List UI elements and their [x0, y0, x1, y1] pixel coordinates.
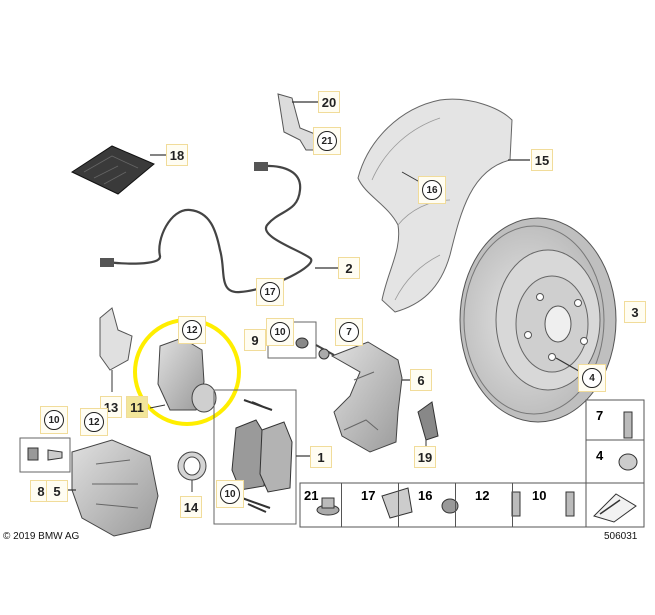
hardware-cell-label: 10	[532, 488, 547, 503]
callout-7-wrap: 7	[335, 318, 363, 346]
hardware-cell-21[interactable]: 21	[300, 483, 342, 527]
caliper-carrier	[330, 341, 410, 453]
splash-shield	[357, 98, 530, 313]
callout-4-wrap: 4	[578, 364, 606, 392]
guide-ring	[177, 451, 207, 492]
callout-21-wrap: 21	[313, 127, 341, 155]
callout-11[interactable]: 11	[126, 396, 148, 418]
dust-cover	[70, 145, 166, 195]
wear-sensor	[100, 162, 338, 294]
hardware-cell-label: 16	[418, 488, 433, 503]
hardware-cell-label: 17	[361, 488, 376, 503]
callout-12-left-wrap: 12	[80, 408, 108, 436]
callout-10-top-wrap: 10	[266, 318, 294, 346]
callout-10-left[interactable]: 10	[44, 410, 64, 430]
hardware-cell-17[interactable]: 17	[357, 483, 399, 527]
callout-4[interactable]: 4	[582, 368, 602, 388]
callout-18[interactable]: 18	[166, 144, 188, 166]
callout-12-left[interactable]: 12	[84, 412, 104, 432]
callout-12-top-wrap: 12	[178, 316, 206, 344]
copyright-text: © 2019 BMW AG	[3, 531, 80, 542]
hardware-cell-label: 7	[596, 408, 604, 423]
callout-17[interactable]: 17	[260, 282, 280, 302]
callout-6[interactable]: 6	[410, 369, 432, 391]
document-number: 506031	[604, 531, 638, 542]
callout-10-top[interactable]: 10	[270, 322, 290, 342]
callout-16-wrap: 16	[418, 176, 446, 204]
callout-20[interactable]: 20	[318, 91, 340, 113]
callout-21[interactable]: 21	[317, 131, 337, 151]
brake-disc	[459, 217, 617, 423]
callout-1[interactable]: 1	[310, 446, 332, 468]
callout-10-bottom[interactable]: 10	[220, 484, 240, 504]
callout-14[interactable]: 14	[180, 496, 202, 518]
callout-15[interactable]: 15	[531, 149, 553, 171]
callout-3[interactable]: 3	[624, 301, 646, 323]
callout-2[interactable]: 2	[338, 257, 360, 279]
sleeve-8	[19, 437, 71, 473]
hardware-cell-label: 4	[596, 448, 604, 463]
callout-10-left-wrap: 10	[40, 406, 68, 434]
brake-caliper	[64, 439, 159, 537]
hardware-cell-16[interactable]: 16	[414, 483, 456, 527]
brake-pads	[213, 389, 310, 525]
hardware-cell-12[interactable]: 12	[471, 483, 513, 527]
bracket-19	[417, 401, 439, 446]
callout-9[interactable]: 9	[244, 329, 266, 351]
callout-12-top[interactable]: 12	[182, 320, 202, 340]
hardware-cell-4[interactable]: 4	[586, 440, 644, 483]
hardware-cell-10[interactable]: 10	[528, 483, 570, 527]
callout-10-bottom-wrap: 10	[216, 480, 244, 508]
hardware-cell-label: 21	[304, 488, 319, 503]
hardware-cell-label: 12	[475, 488, 490, 503]
callout-5[interactable]: 5	[46, 480, 68, 502]
callout-16[interactable]: 16	[422, 180, 442, 200]
hardware-glyphs	[316, 411, 638, 519]
hardware-table-frame	[299, 399, 645, 528]
holder-13	[99, 307, 133, 392]
callout-7[interactable]: 7	[339, 322, 359, 342]
callout-17-wrap: 17	[256, 278, 284, 306]
callout-19[interactable]: 19	[414, 446, 436, 468]
hardware-cell-7[interactable]: 7	[586, 400, 644, 440]
